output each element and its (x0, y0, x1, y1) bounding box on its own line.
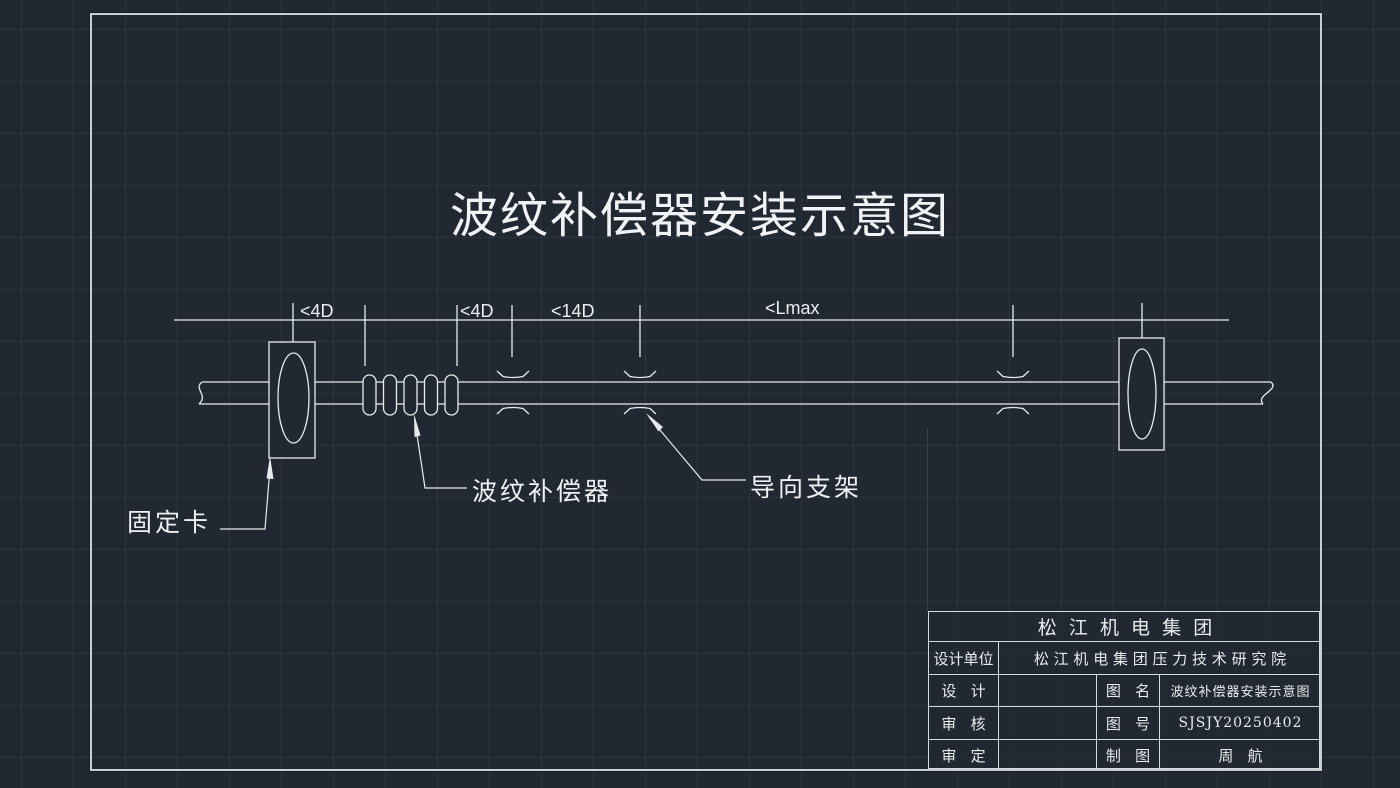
callout-guide-bracket: 导向支架 (750, 473, 863, 502)
dimension-label-lmax: <Lmax (765, 298, 820, 318)
drawing-frame (90, 13, 1322, 771)
checker-value (998, 706, 1096, 739)
dimension-label-4d-1: <4D (300, 301, 334, 321)
dimension-label-4d-2: <4D (460, 301, 494, 321)
approver-value (998, 739, 1096, 770)
design-unit-value: 松 江 机 电 集 团 压 力 技 术 研 究 院 (998, 641, 1321, 674)
drafter-value: 周 航 (1159, 739, 1321, 770)
drawing-no-value: SJSJY20250402 (1159, 706, 1321, 739)
checker-label: 审 核 (929, 706, 998, 739)
title-block-company: 松 江 机 电 集 团 (1037, 617, 1213, 639)
designer-value (998, 674, 1096, 706)
designer-label: 设 计 (929, 674, 998, 706)
callout-compensator: 波纹补偿器 (472, 477, 613, 506)
drawing-name-label: 图 名 (1096, 674, 1159, 706)
callout-fixed-clamp: 固定卡 (127, 508, 212, 537)
design-unit-label: 设计单位 (929, 641, 998, 674)
approver-label: 审 定 (929, 739, 998, 770)
title-block: 松 江 机 电 集 团 设计单位 松 江 机 电 集 团 压 力 技 术 研 究… (928, 611, 1321, 770)
drawing-title: 波纹补偿器安装示意图 (450, 188, 951, 244)
drawing-name-value: 波纹补偿器安装示意图 (1159, 674, 1321, 706)
drafter-label: 制 图 (1096, 739, 1159, 770)
dimension-label-14d: <14D (551, 301, 595, 321)
drawing-no-label: 图 号 (1096, 706, 1159, 739)
